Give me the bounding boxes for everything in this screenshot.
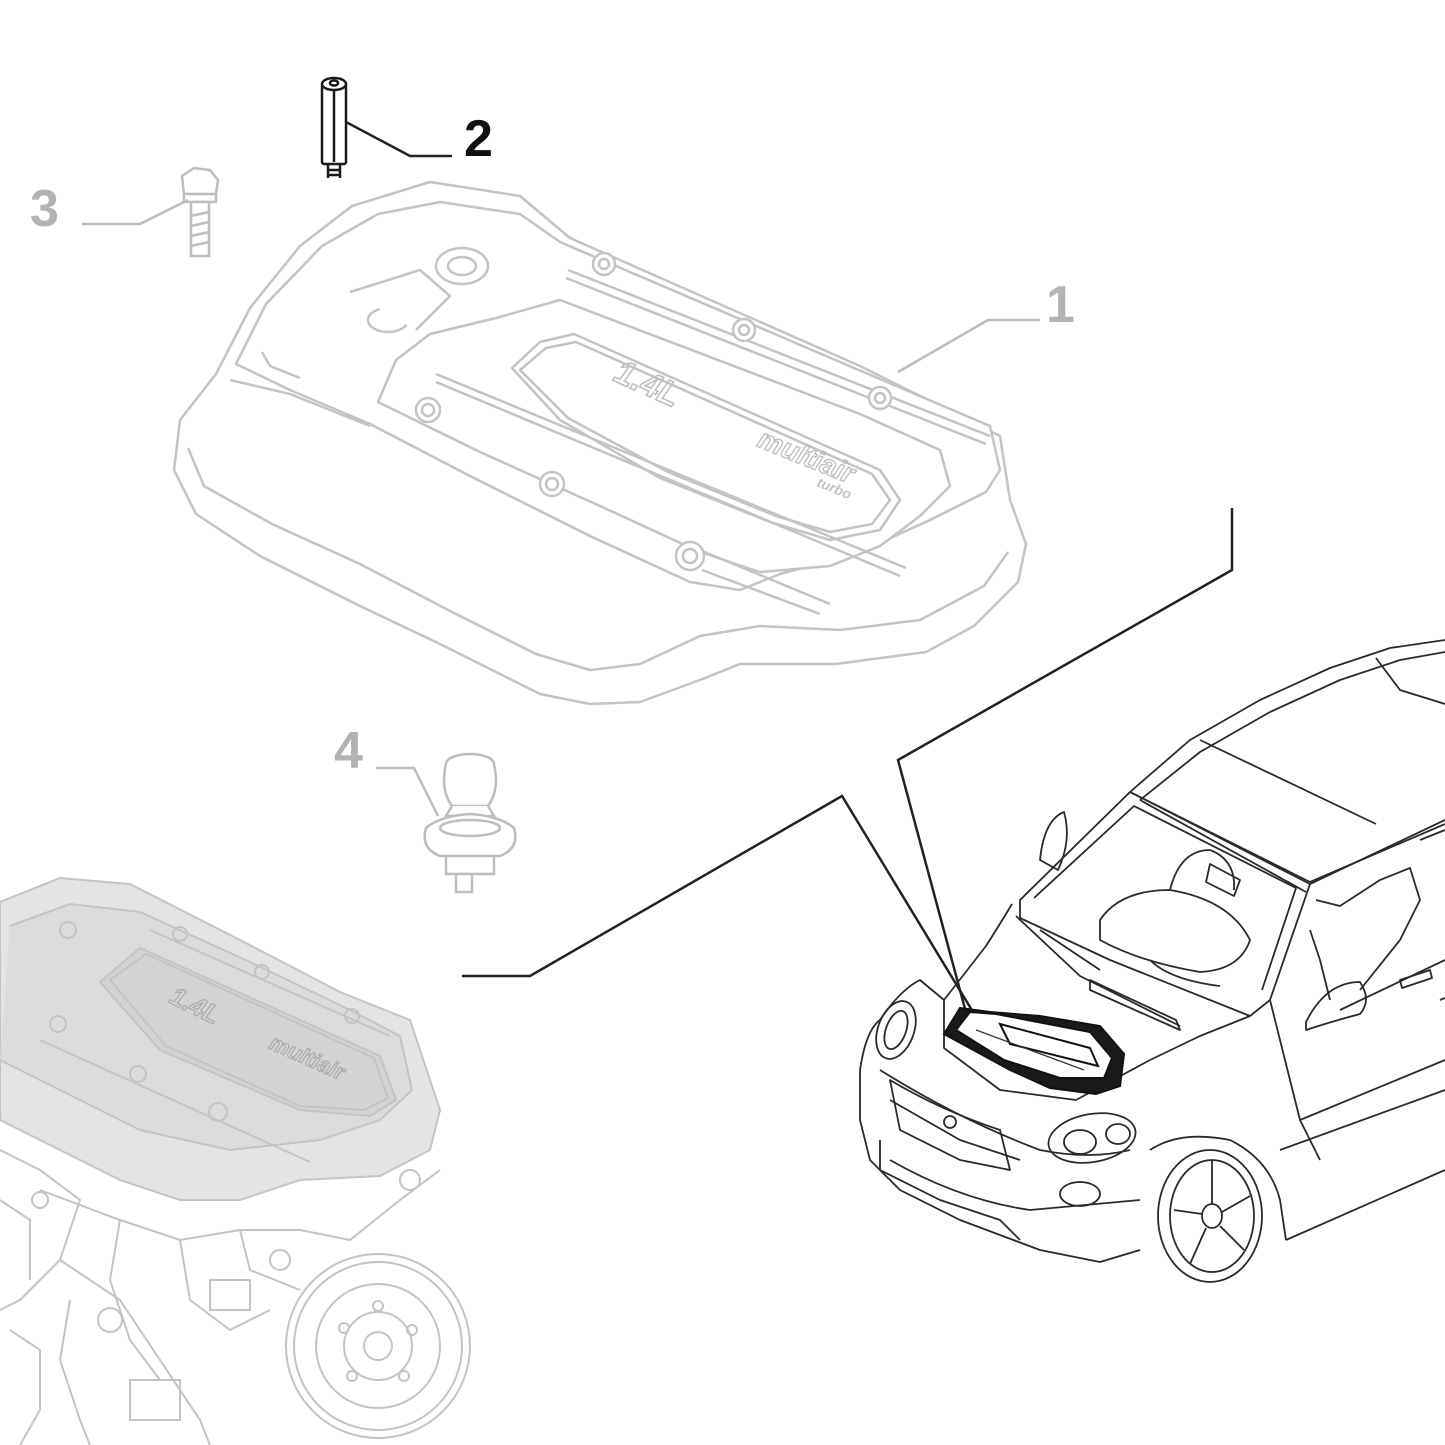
part-1-engine-cover[interactable] bbox=[172, 180, 1028, 706]
vehicle-illustration bbox=[859, 639, 1445, 1283]
part-4-grommet[interactable] bbox=[423, 752, 517, 894]
location-leader-upper bbox=[896, 508, 1234, 1021]
callout-3[interactable]: 3 bbox=[30, 180, 59, 238]
leader-line-4 bbox=[376, 766, 440, 817]
leader-line-3 bbox=[82, 198, 189, 226]
location-leader-lower bbox=[462, 794, 992, 1041]
part-2-spacer-stud[interactable] bbox=[320, 76, 348, 178]
leader-line-2 bbox=[345, 120, 452, 158]
callout-1[interactable]: 1 bbox=[1046, 276, 1075, 334]
leader-line-1 bbox=[897, 318, 1040, 374]
engine-assembly: 1.4L multiair bbox=[0, 876, 471, 1445]
part-3-bolt[interactable] bbox=[180, 166, 220, 258]
vehicle-engine-cover-highlight bbox=[942, 1006, 1126, 1096]
callout-2[interactable]: 2 bbox=[464, 110, 493, 168]
callout-4[interactable]: 4 bbox=[334, 722, 363, 780]
